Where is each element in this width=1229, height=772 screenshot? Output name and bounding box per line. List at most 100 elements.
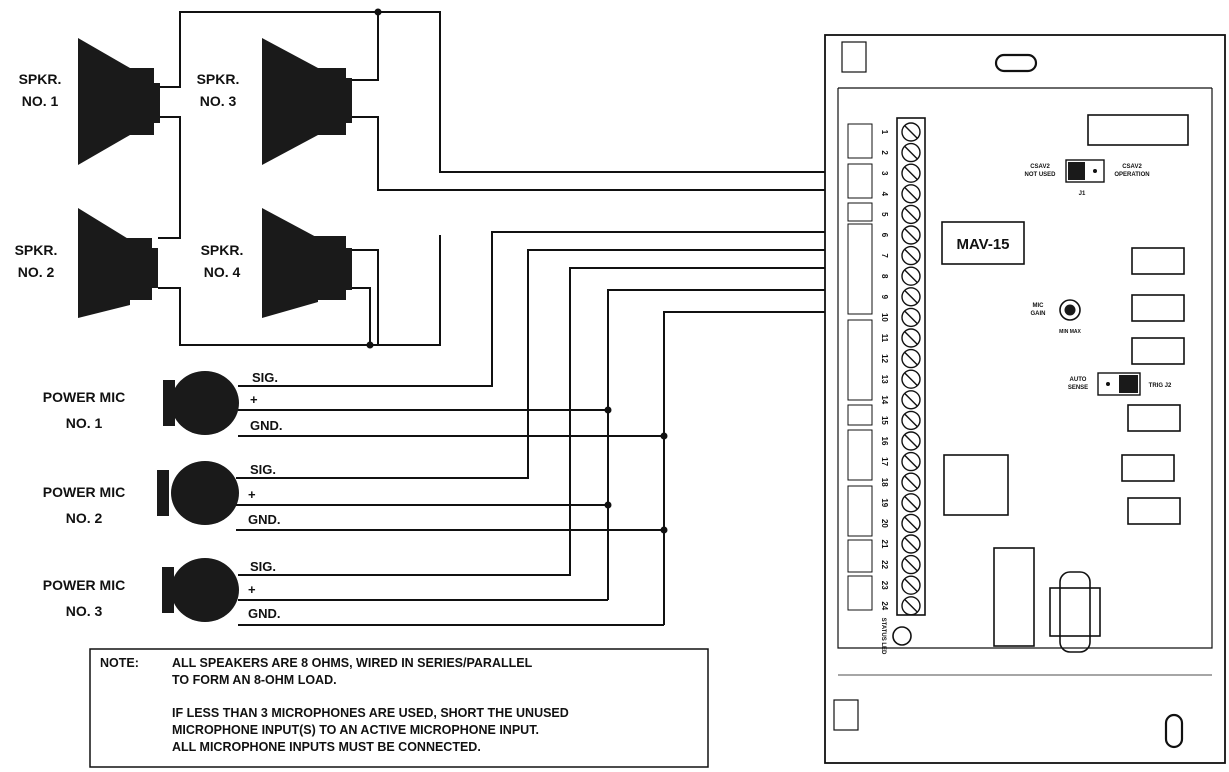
mic-1-plus-label: + [250, 392, 258, 407]
terminal-screw [901, 142, 921, 163]
terminal-number: 19 [880, 498, 889, 507]
terminal-screw [901, 596, 921, 616]
terminal-number: 4 [880, 192, 889, 197]
terminal-group-boxes [847, 123, 873, 611]
power-mic-1 [163, 371, 239, 435]
terminal-number: 16 [880, 437, 889, 446]
power-mic-3 [162, 558, 239, 622]
terminal-number: 7 [880, 253, 889, 258]
terminal-number: 1 [880, 130, 889, 135]
terminal-number: 18 [880, 478, 889, 487]
mic-3-plus-label: + [248, 582, 256, 597]
terminal-number: 23 [880, 581, 889, 590]
junction-dot [374, 8, 382, 16]
terminal-screw [901, 451, 921, 472]
terminal-screw [901, 328, 921, 348]
mic-3-sig-label: SIG. [250, 559, 276, 574]
min-max-label: MIN MAX [1059, 329, 1081, 335]
mic-gain-label-line1: MIC [1033, 303, 1045, 309]
terminal-screw [901, 225, 921, 245]
terminal-screw [901, 513, 921, 534]
terminal-screw [901, 369, 921, 389]
mic-3-gnd-label: GND. [248, 606, 281, 621]
terminal-screw [901, 122, 921, 142]
terminal-number: 22 [880, 560, 889, 569]
junction-dot [366, 341, 374, 349]
speaker-1 [78, 38, 160, 165]
note-box: NOTE: ALL SPEAKERS ARE 8 OHMS, WIRED IN … [89, 648, 709, 768]
terminal-number: 3 [880, 171, 889, 176]
terminal-number: 15 [880, 416, 889, 425]
board-components [943, 114, 1189, 653]
terminal-number: 12 [880, 354, 889, 363]
speaker-4-label-line1: SPKR. [201, 242, 244, 258]
terminal-screw [901, 348, 921, 369]
mic-1-gnd-label: GND. [250, 418, 283, 433]
note-line-1: ALL SPEAKERS ARE 8 OHMS, WIRED IN SERIES… [172, 656, 533, 670]
mic-3-label-line1: POWER MIC [43, 577, 125, 593]
terminal-number: 8 [880, 274, 889, 279]
terminal-number: 10 [880, 313, 889, 322]
mic-1-label-line1: POWER MIC [43, 389, 125, 405]
j1-label: J1 [1079, 191, 1086, 197]
terminal-screw [901, 575, 921, 595]
j1-jumper[interactable] [1065, 159, 1105, 183]
terminal-screw [901, 493, 921, 513]
terminal-screw [901, 534, 921, 554]
auto-sense-label-line2: SENSE [1068, 385, 1088, 391]
terminal-number: 20 [880, 519, 889, 528]
terminal-screw [901, 431, 921, 451]
auto-sense-label-line1: AUTO [1070, 377, 1087, 383]
speaker-4 [262, 208, 352, 318]
terminal-number: 17 [880, 457, 889, 466]
model-label: MAV-15 [956, 236, 1009, 253]
j1-left-label-line2: NOT USED [1024, 172, 1056, 178]
terminal-screw [901, 410, 921, 431]
mic-2-gnd-label: GND. [248, 512, 281, 527]
terminal-screw [901, 390, 921, 410]
status-led [892, 626, 912, 646]
speaker-2-label-line1: SPKR. [15, 242, 58, 258]
terminal-number: 5 [880, 212, 889, 217]
j1-right-label-line1: CSAV2 [1122, 164, 1142, 170]
mic-2-plus-label: + [248, 487, 256, 502]
mic-2-label-line2: NO. 2 [66, 510, 103, 526]
speaker-2-label-line2: NO. 2 [18, 264, 55, 280]
terminal-screw [901, 266, 921, 286]
terminal-screw [901, 472, 921, 492]
mav-15-board [824, 34, 1226, 764]
terminal-screw [901, 163, 921, 183]
status-led-label: STATUS LED [880, 618, 886, 655]
terminal-number: 2 [880, 150, 889, 155]
speaker-3-label-line2: NO. 3 [200, 93, 237, 109]
terminal-number: 14 [880, 395, 889, 404]
note-line-3: IF LESS THAN 3 MICROPHONES ARE USED, SHO… [172, 706, 569, 720]
j2-jumper[interactable] [1097, 372, 1141, 396]
terminal-screw [901, 245, 921, 266]
note-line-2: TO FORM AN 8-OHM LOAD. [172, 673, 337, 687]
terminal-screw [901, 287, 921, 307]
mic-3-label-line2: NO. 3 [66, 603, 103, 619]
terminal-screw [901, 204, 921, 225]
terminal-screw [901, 307, 921, 328]
speaker-1-label-line1: SPKR. [19, 71, 62, 87]
speaker-2 [78, 208, 158, 318]
power-mic-2 [157, 461, 239, 525]
trig-j2-label: TRIG J2 [1149, 383, 1172, 389]
mic-gain-knob[interactable] [1059, 299, 1081, 321]
note-label: NOTE: [100, 656, 139, 670]
terminal-number: 6 [880, 233, 889, 238]
model-box [941, 221, 1025, 265]
speaker-1-label-line2: NO. 1 [22, 93, 59, 109]
terminal-number: 9 [880, 295, 889, 300]
terminal-screw [901, 184, 921, 204]
terminal-screw [901, 554, 921, 575]
speaker-3-label-line1: SPKR. [197, 71, 240, 87]
terminal-number: 24 [880, 601, 889, 610]
speaker-3 [262, 38, 352, 165]
junction-dots [604, 406, 668, 534]
mic-gain-label-line2: GAIN [1031, 311, 1046, 317]
